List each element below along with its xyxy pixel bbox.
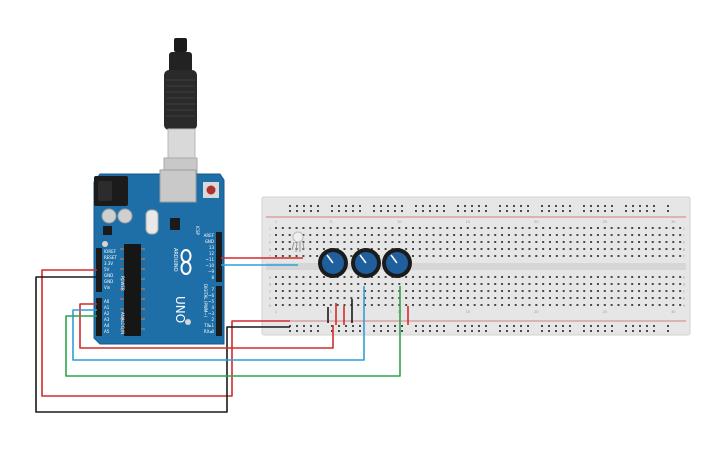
potentiometer-3[interactable]: [382, 248, 412, 278]
column-number: 20: [534, 220, 538, 224]
row-letter: i: [684, 234, 685, 238]
potentiometer-2[interactable]: [351, 248, 381, 278]
row-letter: c: [683, 290, 685, 294]
icsp-label: ICSP: [195, 226, 200, 236]
row-letter: j: [269, 227, 271, 231]
row-letter: c: [269, 290, 271, 294]
column-number: 15: [466, 310, 470, 314]
power-header[interactable]: [96, 248, 102, 292]
digital-section-label: DIGITAL (PWM~): [203, 284, 208, 318]
row-letter: f: [683, 255, 685, 259]
pin-label: ~3: [208, 311, 214, 316]
column-number: 30: [671, 310, 675, 314]
column-number: 20: [534, 310, 538, 314]
pin-label: RESET: [104, 255, 117, 260]
arduino-logo: ARDUINO: [172, 248, 192, 275]
pin-label: IOREF: [104, 249, 117, 254]
wire-green-a2: [65, 286, 401, 377]
row-letter: g: [269, 248, 271, 252]
pin-label: Vin: [104, 285, 111, 290]
pin-label: AREF: [204, 233, 215, 238]
pin-label: A0: [104, 299, 110, 304]
model-label: UNO: [173, 296, 187, 323]
column-number: 5: [330, 220, 332, 224]
pin-label: 4: [211, 305, 214, 310]
pin-label: 3.3V: [104, 261, 113, 266]
column-number: 15: [466, 220, 470, 224]
row-letter: a: [683, 304, 685, 308]
pin-label: ~11: [206, 257, 215, 262]
row-letter: e: [269, 276, 271, 280]
wire-red-a0: [79, 303, 334, 349]
row-letter: h: [269, 241, 271, 245]
atmega-chip: [124, 244, 141, 336]
pin-label: 7: [211, 287, 214, 292]
rgb-led[interactable]: [291, 231, 305, 253]
capacitor-2: [117, 208, 133, 224]
pin-label: A2: [104, 311, 110, 316]
pin-label: 8: [211, 275, 214, 280]
pin-label: 12: [209, 251, 215, 256]
column-number: 25: [603, 220, 607, 224]
pin-label: 5V: [104, 267, 110, 272]
pin-label: ~5: [208, 299, 214, 304]
wire-blue-a1: [72, 286, 365, 361]
pin-label: TX▸1: [203, 323, 214, 328]
crystal: [145, 209, 159, 235]
row-letter: i: [270, 234, 271, 238]
row-letter: f: [269, 255, 271, 259]
row-letter: b: [683, 297, 686, 301]
analog-section-label: ANALOG IN: [120, 312, 125, 334]
row-letter: h: [683, 241, 685, 245]
pin-label: GND: [205, 239, 214, 244]
capacitor-1: [101, 208, 117, 224]
usb-cable[interactable]: [163, 38, 198, 185]
analog-header[interactable]: [96, 298, 102, 336]
brand-label: ARDUINO: [172, 248, 178, 272]
row-letter: g: [683, 248, 685, 252]
pin-label: ~9: [208, 269, 214, 274]
wire-red-power: [41, 269, 290, 397]
row-letter: b: [269, 297, 272, 301]
pin-label: GND: [104, 273, 113, 278]
pin-label: A5: [104, 329, 110, 334]
potentiometer-1[interactable]: [318, 248, 348, 278]
pin-label: A4: [104, 323, 110, 328]
row-letter: e: [683, 276, 685, 280]
pin-label: 2: [211, 317, 214, 322]
pin-label: GND: [104, 279, 113, 284]
row-letter: j: [683, 227, 685, 231]
wires[interactable]: [35, 257, 409, 413]
column-number: 1: [275, 310, 277, 314]
column-number: 1: [275, 220, 277, 224]
row-letter: d: [683, 283, 685, 287]
power-section-label: POWER: [120, 276, 125, 291]
row-letter: a: [269, 304, 271, 308]
pin-label: RX◂0: [204, 329, 215, 334]
pin-label: 13: [209, 245, 215, 250]
pin-label: ~6: [208, 293, 214, 298]
row-letter: d: [269, 283, 271, 287]
pin-label: A3: [104, 317, 110, 322]
pin-label: A1: [104, 305, 110, 310]
wire-black-ground: [35, 276, 290, 413]
column-number: 25: [603, 310, 607, 314]
usb-port: [159, 169, 197, 203]
column-number: 30: [671, 220, 675, 224]
pin-label: ~10: [206, 263, 215, 268]
digital-header-top[interactable]: [216, 232, 222, 282]
column-number: 10: [397, 220, 401, 224]
arduino-uno-board[interactable]: ARDUINO UNO ICSP POWER ANALOG IN DIGITAL…: [93, 169, 225, 345]
digital-header-bottom[interactable]: [216, 286, 222, 336]
column-number: 5: [330, 310, 332, 314]
